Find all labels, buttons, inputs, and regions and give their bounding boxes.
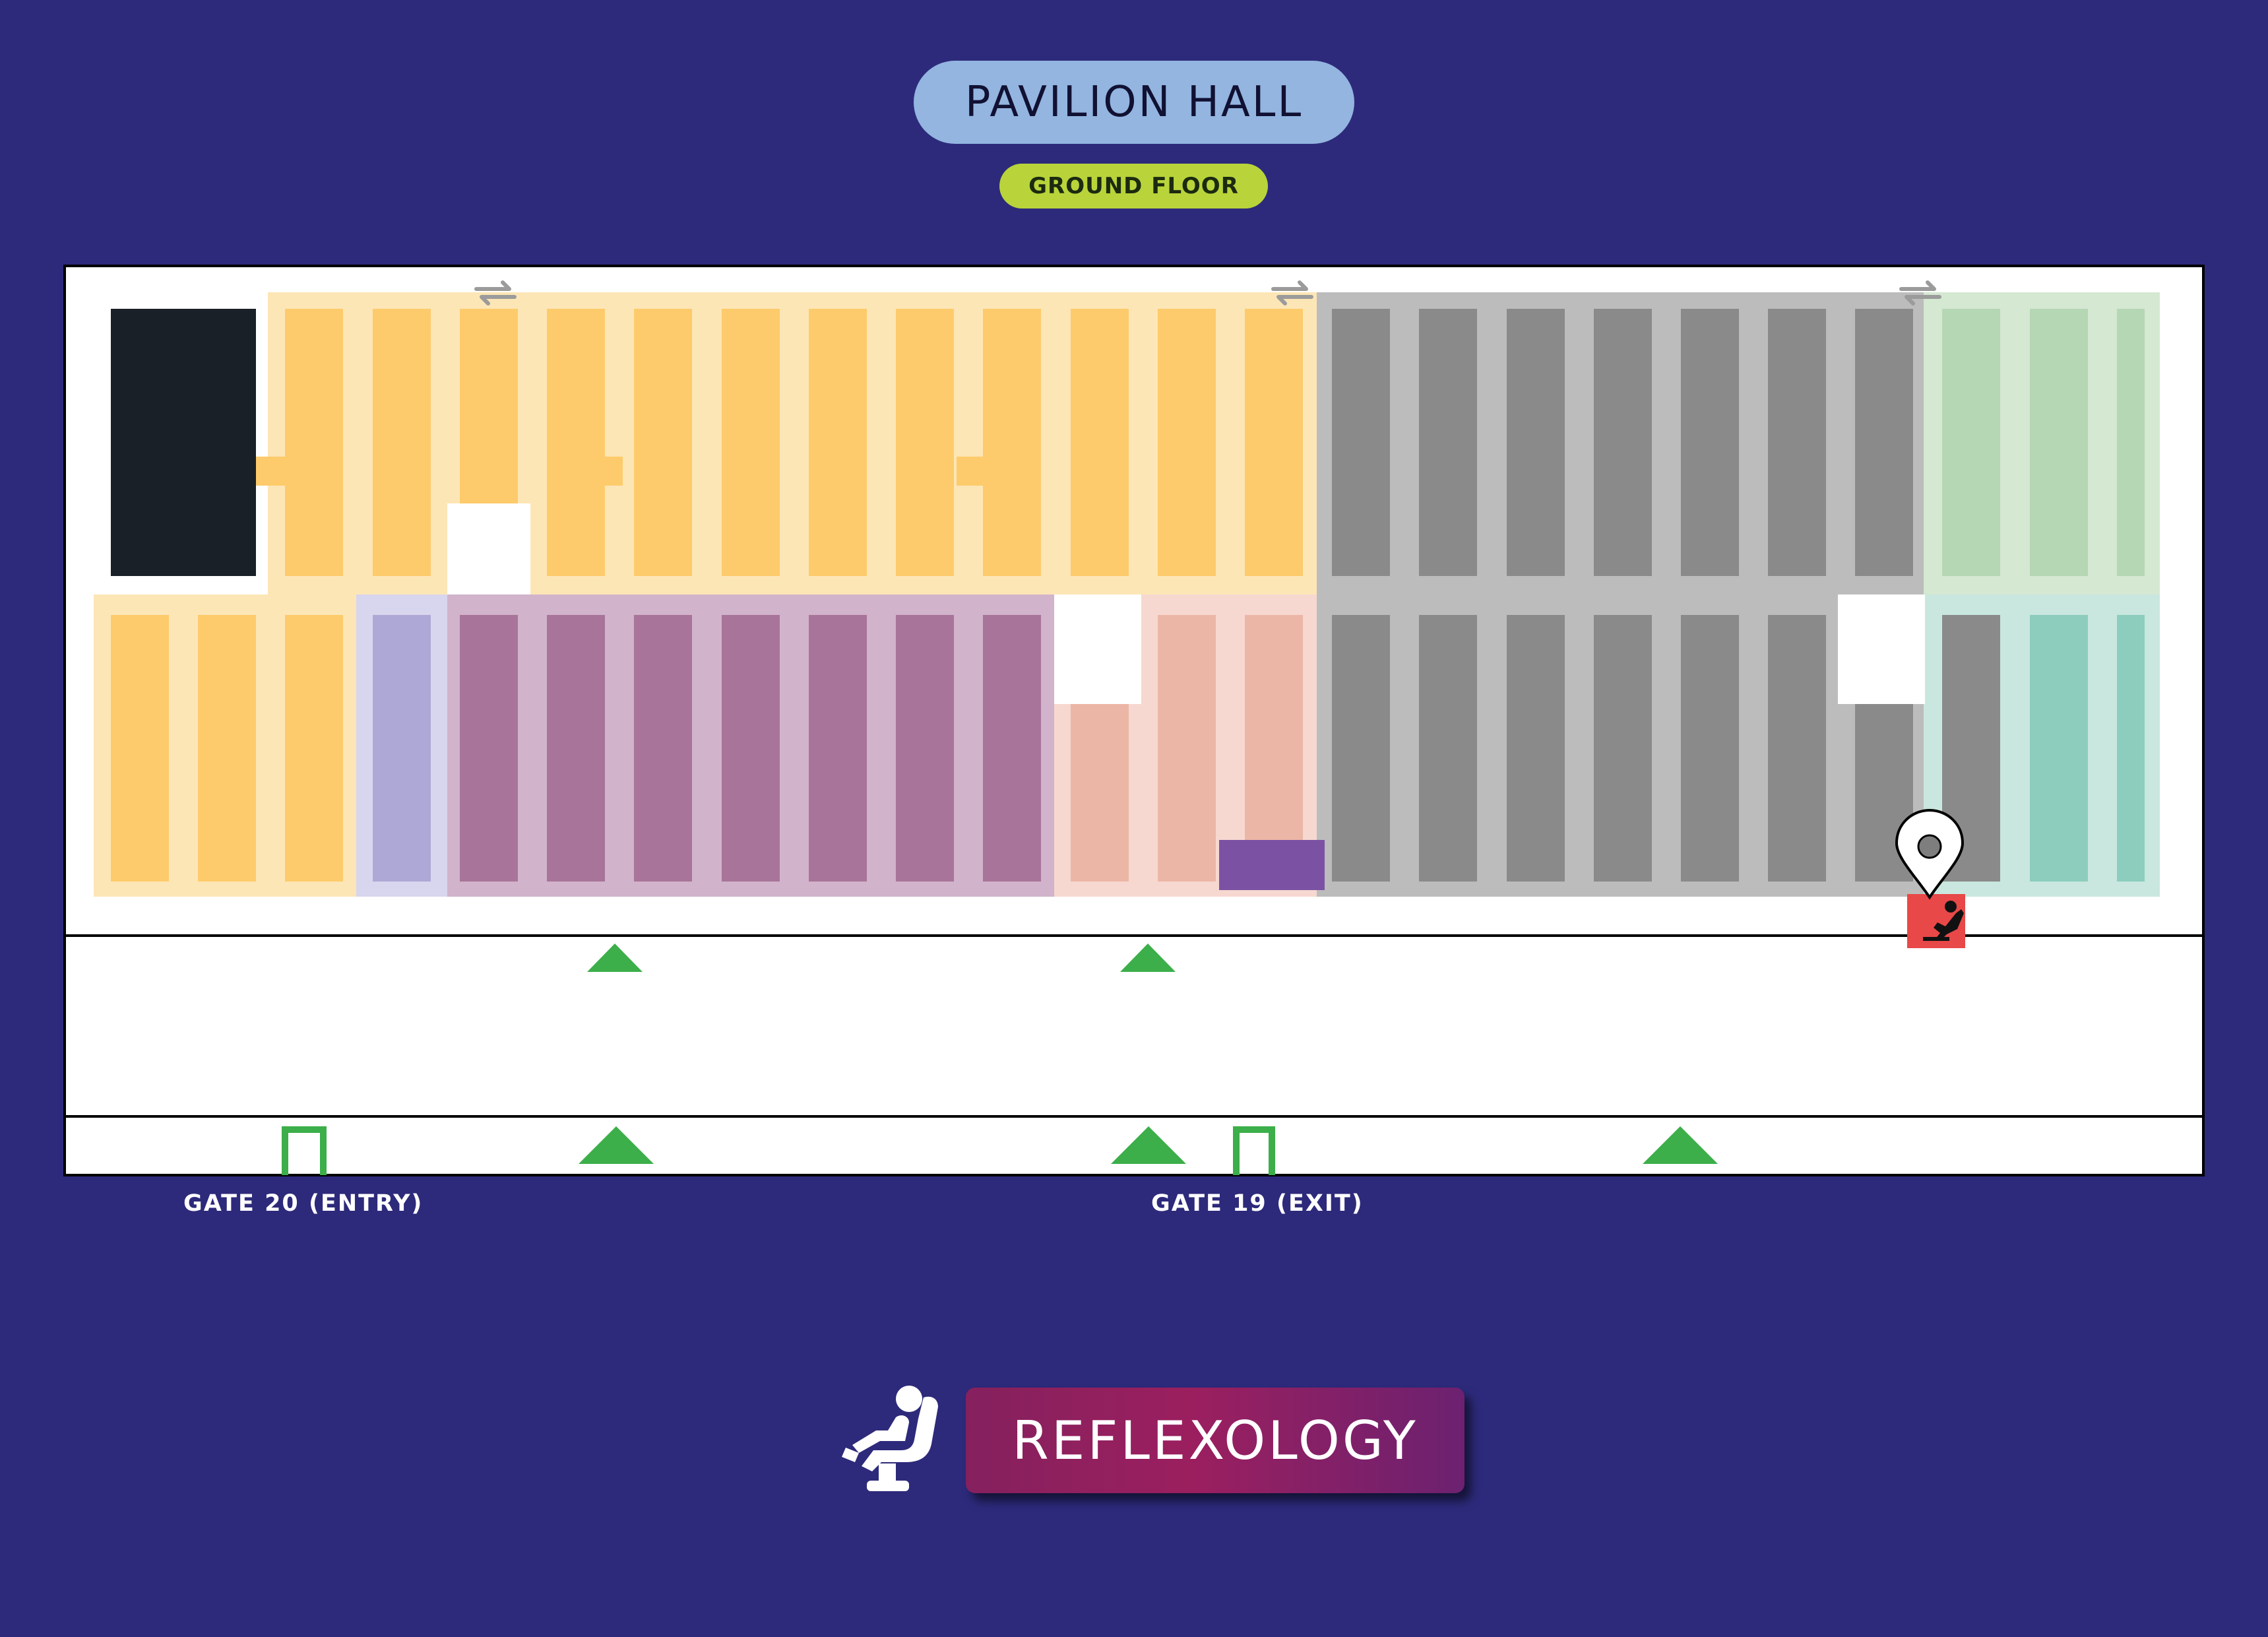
booth-notch [1681,714,1710,743]
green-triangle-arrow-icon [587,944,643,972]
swap-arrows-icon [1899,280,1941,305]
legend-reflexology[interactable]: REFLEXOLOGY [966,1388,1465,1493]
booth-notch [634,714,663,743]
booth[interactable] [2117,615,2145,882]
booth[interactable] [1158,309,1216,576]
booth[interactable] [2030,309,2088,576]
location-pin-icon[interactable] [1895,808,1965,900]
booth[interactable] [460,615,518,882]
booth[interactable] [285,309,343,576]
floor-label: GROUND FLOOR [999,164,1268,209]
booth-notch [957,457,986,486]
booth[interactable] [896,309,954,576]
zone-orange-top[interactable] [268,292,1317,594]
gate-19-door-icon [1233,1126,1275,1175]
booth-notch [285,714,314,743]
booth[interactable] [1419,615,1477,882]
booth[interactable] [1332,309,1390,576]
booth[interactable] [1594,309,1652,576]
green-triangle-arrow-icon [1111,1126,1186,1164]
green-triangle-arrow-icon [579,1126,654,1164]
booth[interactable] [373,615,431,882]
massage-chair-icon [842,1386,938,1491]
gate-20-door-icon [282,1126,327,1175]
booth[interactable] [1681,309,1739,576]
booth[interactable] [1419,309,1477,576]
booth[interactable] [1507,615,1565,882]
booth[interactable] [1855,309,1913,576]
booth[interactable] [722,615,780,882]
booth[interactable] [896,615,954,882]
booth[interactable] [1158,615,1216,882]
booth[interactable] [634,309,692,576]
booth[interactable] [722,309,780,576]
booth[interactable] [1768,615,1826,882]
booth[interactable] [1768,309,1826,576]
open-space [447,503,530,594]
booth[interactable] [111,615,169,882]
booth[interactable] [198,615,256,882]
booth[interactable] [285,615,343,882]
booth[interactable] [634,615,692,882]
booth[interactable] [1507,309,1565,576]
storage-room [111,309,256,576]
booth[interactable] [1245,615,1303,882]
open-space [1838,594,1925,704]
booth[interactable] [1942,309,2000,576]
booth-notch [1332,457,1361,486]
hall-title: PAVILION HALL [914,61,1354,144]
booth[interactable] [983,615,1041,882]
booth[interactable] [983,309,1041,576]
booth[interactable] [1594,615,1652,882]
booth[interactable] [1681,615,1739,882]
gate-20-label: GATE 20 (ENTRY) [183,1190,424,1217]
booth[interactable] [373,309,431,576]
massage-chair-icon [1923,901,1964,941]
booth-notch [983,706,1012,735]
booth[interactable] [1332,615,1390,882]
booth-notch [2030,457,2059,486]
booth[interactable] [2117,309,2145,576]
booth-notch [1681,457,1710,486]
swap-arrows-icon [474,280,517,305]
booth-notch [594,457,623,486]
booth[interactable] [547,309,605,576]
booth[interactable] [809,615,867,882]
booth-notch [1332,714,1361,743]
service-counter [1219,840,1325,890]
booth[interactable] [2030,615,2088,882]
booth[interactable] [1071,309,1129,576]
swap-arrows-icon [1271,280,1313,305]
booth-notch [2030,706,2059,735]
booth-notch [256,457,285,486]
green-triangle-arrow-icon [1643,1126,1718,1164]
booth-strips [111,309,2145,882]
green-triangle-arrow-icon [1120,944,1176,972]
booth[interactable] [547,615,605,882]
gate-19-label: GATE 19 (EXIT) [1151,1190,1364,1217]
booth[interactable] [1245,309,1303,576]
booth[interactable] [809,309,867,576]
open-space [1054,594,1141,704]
